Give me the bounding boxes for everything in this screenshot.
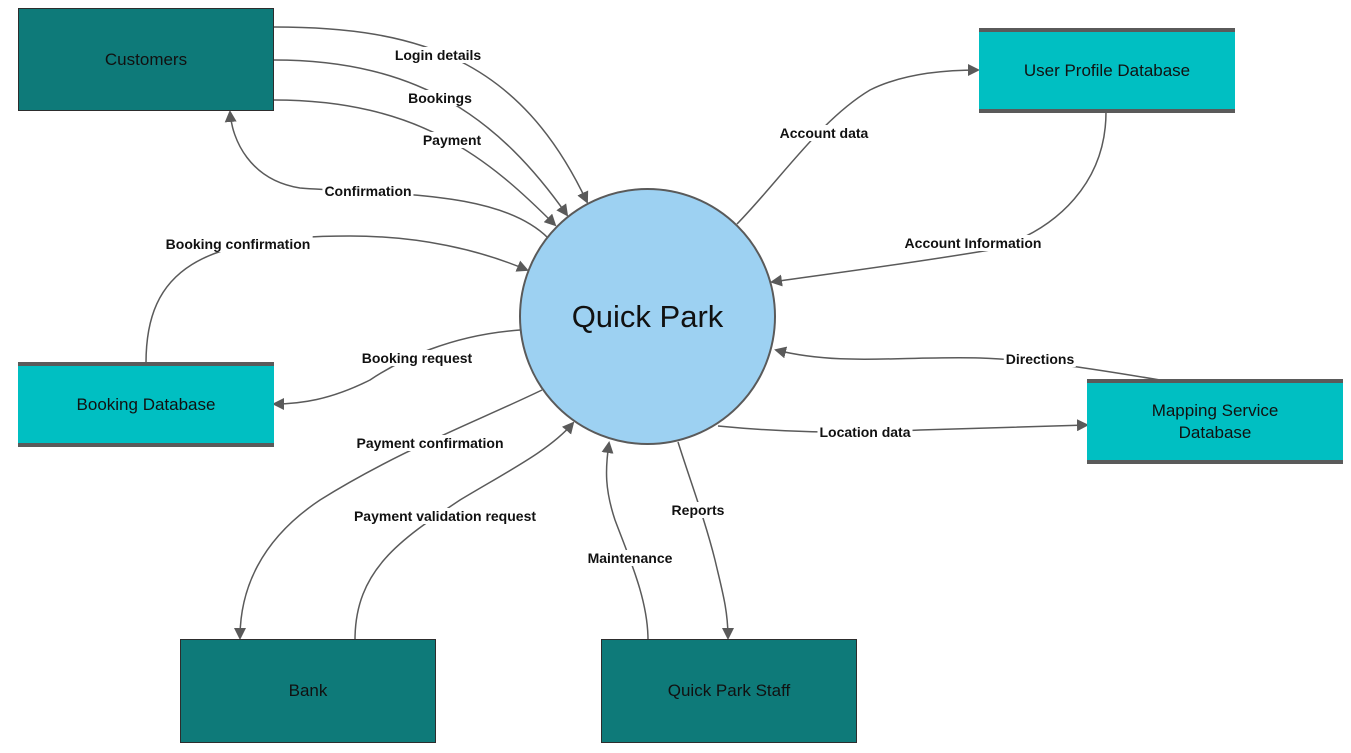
flow-booking-request bbox=[272, 329, 521, 410]
login-details-label: Login details bbox=[392, 47, 484, 63]
booking-confirmation-label: Booking confirmation bbox=[163, 236, 313, 252]
mapping-service-database-store[interactable]: Mapping Service Database bbox=[1087, 379, 1343, 464]
account-data-label: Account data bbox=[777, 125, 871, 141]
quick-park-process[interactable]: Quick Park bbox=[519, 188, 776, 445]
quick-park-staff-label: Quick Park Staff bbox=[667, 681, 791, 700]
payment-label: Payment bbox=[420, 132, 484, 148]
booking-database-label: Booking Database bbox=[76, 394, 216, 414]
payment-confirmation-label: Payment confirmation bbox=[354, 435, 506, 451]
booking-database-store[interactable]: Booking Database bbox=[18, 362, 274, 447]
reports-label: Reports bbox=[669, 502, 727, 518]
customers-entity[interactable]: Customers bbox=[18, 8, 274, 111]
user-profile-database-label: User Profile Database bbox=[1023, 60, 1191, 80]
quick-park-process-label: Quick Park bbox=[571, 298, 724, 334]
bank-entity[interactable]: Bank bbox=[180, 639, 436, 743]
user-profile-database-store[interactable]: User Profile Database bbox=[979, 28, 1235, 113]
maintenance-label: Maintenance bbox=[585, 550, 675, 566]
flow-directions bbox=[774, 346, 1161, 381]
directions-label: Directions bbox=[1003, 351, 1077, 367]
flow-payment-confirmation bbox=[234, 389, 543, 640]
flow-payment bbox=[273, 99, 557, 227]
booking-request-label: Booking request bbox=[359, 350, 475, 366]
quick-park-staff-entity[interactable]: Quick Park Staff bbox=[601, 639, 857, 743]
mapping-service-database-label: Mapping Service Database bbox=[1151, 400, 1279, 442]
flow-booking-confirmation bbox=[145, 235, 529, 364]
account-information-label: Account Information bbox=[902, 235, 1044, 251]
bookings-label: Bookings bbox=[406, 90, 474, 106]
location-data-label: Location data bbox=[817, 424, 913, 440]
flow-reports bbox=[677, 441, 734, 640]
flow-payment-validation-request bbox=[354, 421, 575, 641]
flow-location-data bbox=[717, 419, 1089, 433]
customers-label: Customers bbox=[104, 49, 188, 69]
payment-validation-request-label: Payment validation request bbox=[351, 508, 539, 524]
flow-account-data bbox=[736, 64, 980, 225]
flow-maintenance bbox=[601, 441, 649, 641]
confirmation-label: Confirmation bbox=[322, 183, 414, 199]
bank-label: Bank bbox=[288, 681, 328, 700]
